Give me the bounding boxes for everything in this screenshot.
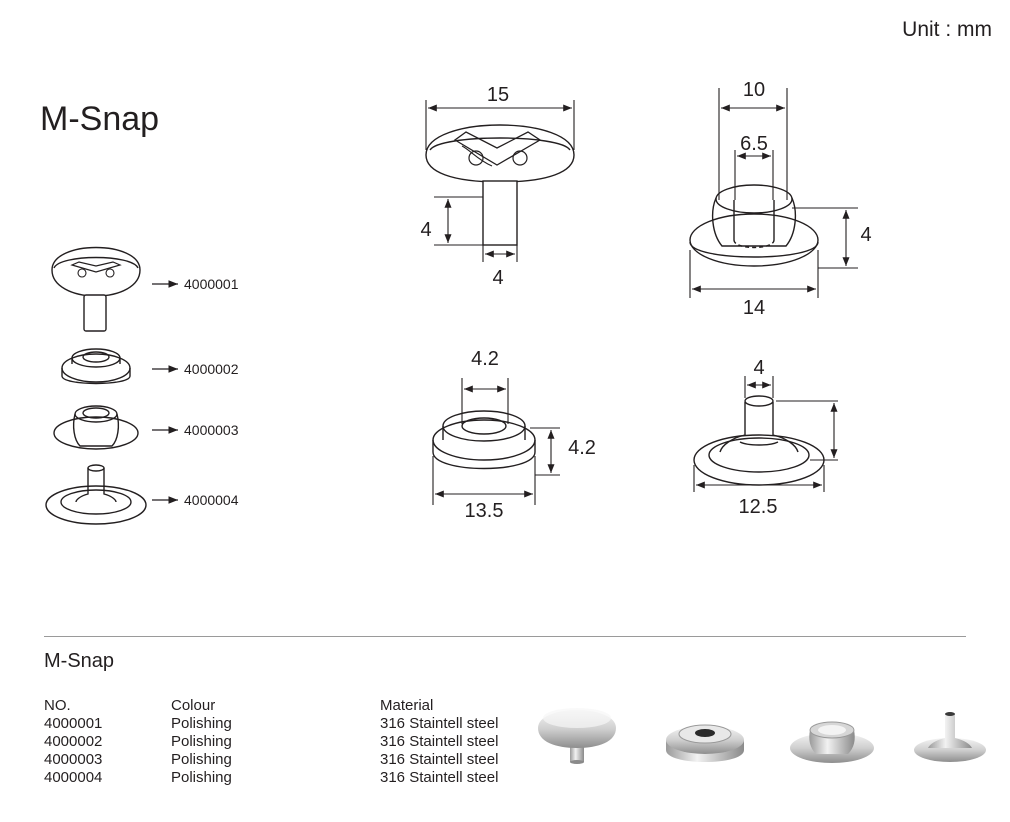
part-code-2: 4000002 <box>184 361 239 377</box>
ring-photo <box>666 724 744 762</box>
cap-width-label: 15 <box>487 84 509 106</box>
socket-inner-label: 6.5 <box>740 133 768 155</box>
part-code-3: 4000003 <box>184 422 239 438</box>
cap-dimension-drawing <box>425 124 575 246</box>
exploded-socket-drawing <box>53 405 139 450</box>
cap-photo <box>538 708 616 764</box>
unit-label: Unit : mm <box>902 18 992 41</box>
column-material: Material 316 Staintell steel 316 Stainte… <box>380 697 498 787</box>
row-2-no: 4000002 <box>44 733 103 750</box>
row-4-material: 316 Staintell steel <box>380 769 499 786</box>
cap-post-height-label: 4 <box>420 219 431 241</box>
stud-base-label: 12.5 <box>739 496 778 518</box>
ring-height-label: 4.2 <box>568 437 596 459</box>
row-1-material: 316 Staintell steel <box>380 715 499 732</box>
technical-drawing: 4000001 4000002 4000003 4000004 15 4 4 <box>45 79 872 525</box>
row-4-colour: Polishing <box>171 769 232 786</box>
ring-base-label: 13.5 <box>465 500 504 522</box>
exploded-cap-drawing <box>51 246 141 332</box>
cap-post-width-label: 4 <box>492 267 503 289</box>
stud-photo <box>914 712 986 762</box>
row-1-colour: Polishing <box>171 715 232 732</box>
row-2-material: 316 Staintell steel <box>380 733 499 750</box>
socket-base-label: 14 <box>743 297 765 319</box>
column-no: NO. 4000001 4000002 4000003 4000004 <box>44 697 102 787</box>
exploded-stud-drawing <box>45 464 147 525</box>
row-3-colour: Polishing <box>171 751 232 768</box>
part-code-1: 4000001 <box>184 276 239 292</box>
socket-dimension-drawing <box>689 184 819 267</box>
column-colour: Colour Polishing Polishing Polishing Pol… <box>171 697 232 787</box>
page-title: M-Snap <box>40 100 160 138</box>
socket-photo <box>790 721 874 763</box>
stud-post-label: 4 <box>753 357 764 379</box>
row-3-material: 316 Staintell steel <box>380 751 499 768</box>
ring-dimension-drawing <box>432 410 536 470</box>
stud-dimension-drawing <box>693 395 825 486</box>
section-divider <box>44 636 966 637</box>
row-1-no: 4000001 <box>44 715 103 732</box>
row-2-colour: Polishing <box>171 733 232 750</box>
exploded-ring-drawing <box>61 348 131 385</box>
row-3-no: 4000003 <box>44 751 103 768</box>
row-4-no: 4000004 <box>44 769 103 786</box>
ring-hole-label: 4.2 <box>471 348 499 370</box>
header-no: NO. <box>44 697 71 714</box>
socket-height-label: 4 <box>860 224 871 246</box>
section-title: M-Snap <box>44 650 115 672</box>
header-material: Material <box>380 697 434 714</box>
header-colour: Colour <box>171 697 216 714</box>
part-code-4: 4000004 <box>184 492 239 508</box>
socket-outer-label: 10 <box>743 79 765 101</box>
product-photos <box>538 708 986 764</box>
